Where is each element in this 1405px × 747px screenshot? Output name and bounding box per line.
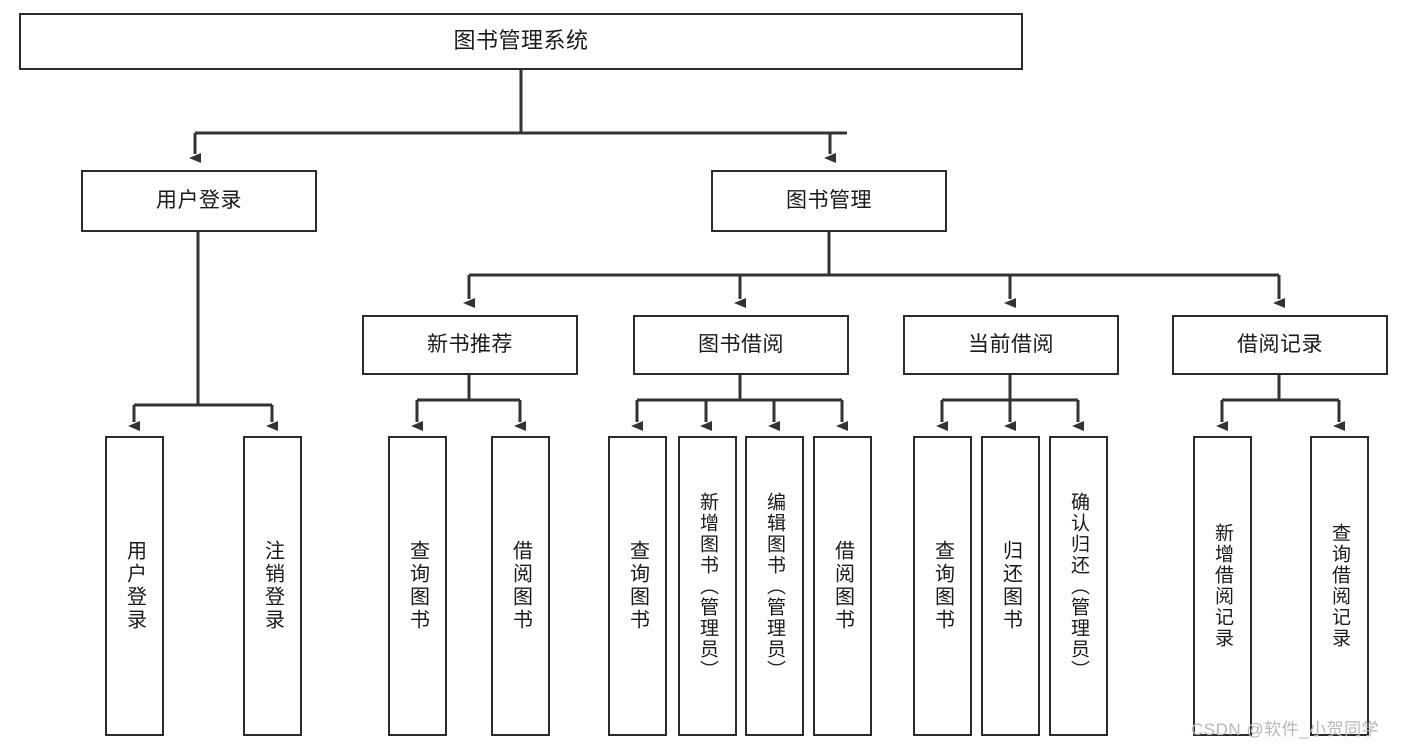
node-leaf-query-record[interactable]: 查询借阅记录 (1310, 436, 1369, 736)
node-leaf-add-record[interactable]: 新增借阅记录 (1193, 436, 1252, 736)
node-leaf-borrow-book-2-label: 借阅图书 (831, 540, 854, 632)
node-leaf-user-login-label: 用户登录 (123, 540, 146, 632)
node-root[interactable]: 图书管理系统 (19, 13, 1023, 70)
node-leaf-return-book[interactable]: 归还图书 (981, 436, 1040, 736)
node-leaf-edit-book[interactable]: 编辑图书（管理员） (745, 436, 804, 736)
node-root-label: 图书管理系统 (453, 28, 589, 54)
node-leaf-query-book-1-label: 查询图书 (406, 540, 429, 632)
node-borrow-record-label: 借阅记录 (1237, 333, 1323, 357)
node-leaf-query-book-3-label: 查询图书 (931, 540, 954, 632)
node-leaf-add-book-label: 新增图书（管理员） (697, 491, 718, 681)
node-leaf-logout-login[interactable]: 注销登录 (243, 436, 302, 736)
node-book-manage[interactable]: 图书管理 (711, 170, 947, 232)
node-new-book-rec[interactable]: 新书推荐 (362, 315, 578, 375)
node-current-borrow[interactable]: 当前借阅 (903, 315, 1119, 375)
node-leaf-user-login[interactable]: 用户登录 (105, 436, 164, 736)
csdn-watermark: CSDN @软件_小贺同学 (1191, 720, 1380, 739)
node-leaf-edit-book-label: 编辑图书（管理员） (764, 491, 785, 681)
node-leaf-borrow-book-1[interactable]: 借阅图书 (491, 436, 550, 736)
node-leaf-query-book-3[interactable]: 查询图书 (913, 436, 972, 736)
node-leaf-query-book-1[interactable]: 查询图书 (388, 436, 447, 736)
node-leaf-borrow-book-2[interactable]: 借阅图书 (813, 436, 872, 736)
node-leaf-add-record-label: 新增借阅记录 (1212, 523, 1233, 649)
node-leaf-add-book[interactable]: 新增图书（管理员） (678, 436, 737, 736)
node-leaf-query-book-2-label: 查询图书 (626, 540, 649, 632)
node-leaf-confirm-return-label: 确认归还（管理员） (1068, 491, 1089, 681)
node-borrow-record[interactable]: 借阅记录 (1172, 315, 1388, 375)
node-leaf-borrow-book-1-label: 借阅图书 (509, 540, 532, 632)
node-user-login[interactable]: 用户登录 (81, 170, 317, 232)
node-leaf-confirm-return[interactable]: 确认归还（管理员） (1049, 436, 1108, 736)
node-new-book-rec-label: 新书推荐 (427, 333, 513, 357)
node-user-login-label: 用户登录 (156, 189, 242, 213)
node-book-borrow-label: 图书借阅 (698, 333, 784, 357)
node-book-manage-label: 图书管理 (786, 189, 872, 213)
node-leaf-return-book-label: 归还图书 (999, 540, 1022, 632)
node-leaf-logout-login-label: 注销登录 (261, 540, 284, 632)
node-leaf-query-book-2[interactable]: 查询图书 (608, 436, 667, 736)
node-current-borrow-label: 当前借阅 (968, 333, 1054, 357)
node-leaf-query-record-label: 查询借阅记录 (1329, 523, 1350, 649)
node-book-borrow[interactable]: 图书借阅 (633, 315, 849, 375)
